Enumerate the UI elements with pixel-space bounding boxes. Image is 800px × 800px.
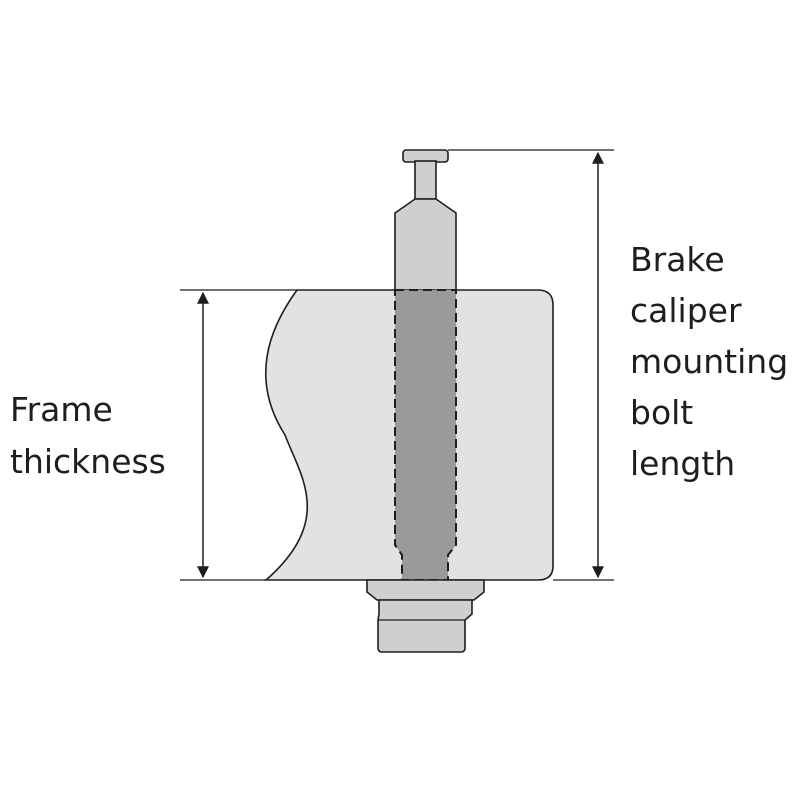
bolt-nut-body [377,599,473,653]
bolt-shaft-hidden [394,289,457,581]
bolt-label-line: mounting [630,342,788,381]
bolt-label-line: Brake [630,240,725,279]
frame-thickness-label: Frame thickness [10,390,166,481]
frame-label-line: thickness [10,442,166,481]
bolt-nut-flange [366,579,485,601]
bolt-length-label: Brake caliper mounting bolt length [630,240,799,483]
bolt-label-line: length [630,444,735,483]
bolt-label-line: caliper [630,291,742,330]
bolt-shaft-upper [394,198,457,291]
bolt-label-line: bolt [630,393,693,432]
bolt-neck [414,160,437,200]
frame-label-line: Frame [10,390,113,429]
bolt-head [402,149,449,163]
